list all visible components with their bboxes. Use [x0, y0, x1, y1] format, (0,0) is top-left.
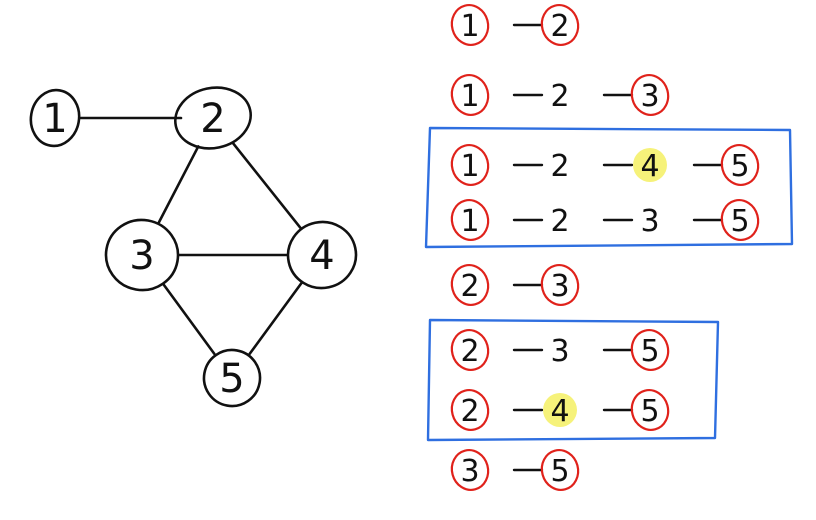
node-outline [202, 348, 262, 408]
node-label: 5 [219, 356, 244, 402]
red-circle-mark [540, 264, 580, 306]
path-node-5: 5 [730, 149, 749, 184]
graph-diagram: 1 2 3 4 5 [29, 86, 358, 408]
path-node-2: 2 [550, 204, 569, 239]
node-4: 4 [286, 220, 358, 290]
highlight-marker [543, 393, 577, 427]
node-outline [174, 86, 252, 150]
blue-box-group-1 [424, 126, 794, 249]
path-node-3: 3 [550, 269, 569, 304]
red-circle-mark [450, 4, 490, 46]
node-outline [29, 88, 81, 148]
node-outline [104, 218, 180, 292]
path-node-4: 4 [550, 394, 569, 429]
path-row-6: 2 3 5 [450, 329, 670, 371]
path-node-2: 2 [550, 149, 569, 184]
path-node-4: 4 [640, 149, 659, 184]
edge-3-5 [162, 283, 216, 356]
node-2: 2 [174, 86, 252, 150]
path-node-5: 5 [640, 334, 659, 369]
path-node-3: 3 [640, 79, 659, 114]
path-node-3: 3 [550, 334, 569, 369]
path-node-5: 5 [730, 204, 749, 239]
red-circle-mark [630, 329, 670, 371]
node-label: 4 [309, 233, 334, 279]
red-circle-mark [720, 199, 760, 241]
path-node-1: 1 [460, 79, 479, 114]
path-node-1: 1 [460, 9, 479, 44]
node-1: 1 [29, 88, 81, 148]
red-circle-mark [450, 389, 490, 431]
highlight-marker [633, 148, 667, 182]
red-circle-mark [450, 74, 490, 116]
node-5: 5 [202, 348, 262, 408]
path-node-2: 2 [460, 394, 479, 429]
edge-2-3 [157, 145, 200, 224]
red-circle-mark [450, 449, 490, 491]
red-circle-mark [630, 74, 670, 116]
edge-2-4 [231, 141, 302, 229]
red-circle-mark [450, 264, 490, 306]
path-row-7: 2 4 5 [450, 389, 670, 431]
red-circle-mark [720, 144, 760, 186]
node-3: 3 [104, 218, 180, 292]
path-row-3: 1 2 4 5 [450, 144, 760, 186]
red-circle-mark [540, 4, 580, 46]
red-circle-mark [450, 329, 490, 371]
path-node-2: 2 [550, 9, 569, 44]
node-label: 1 [42, 96, 67, 142]
path-node-2: 2 [460, 269, 479, 304]
blue-box-group-2 [426, 318, 720, 442]
path-node-3: 3 [640, 204, 659, 239]
node-label: 3 [129, 233, 154, 279]
path-node-3: 3 [460, 454, 479, 489]
red-circle-mark [540, 449, 580, 491]
red-circle-mark [630, 389, 670, 431]
path-node-2: 2 [460, 334, 479, 369]
path-node-5: 5 [640, 394, 659, 429]
path-node-5: 5 [550, 454, 569, 489]
edge-4-5 [248, 281, 303, 356]
path-row-2: 1 2 3 [450, 74, 670, 116]
path-row-4: 1 2 3 5 [450, 199, 760, 241]
node-outline [286, 220, 358, 290]
path-node-1: 1 [460, 204, 479, 239]
red-circle-mark [450, 199, 490, 241]
node-label: 2 [200, 96, 225, 142]
red-circle-mark [450, 144, 490, 186]
path-node-1: 1 [460, 149, 479, 184]
path-node-2: 2 [550, 79, 569, 114]
